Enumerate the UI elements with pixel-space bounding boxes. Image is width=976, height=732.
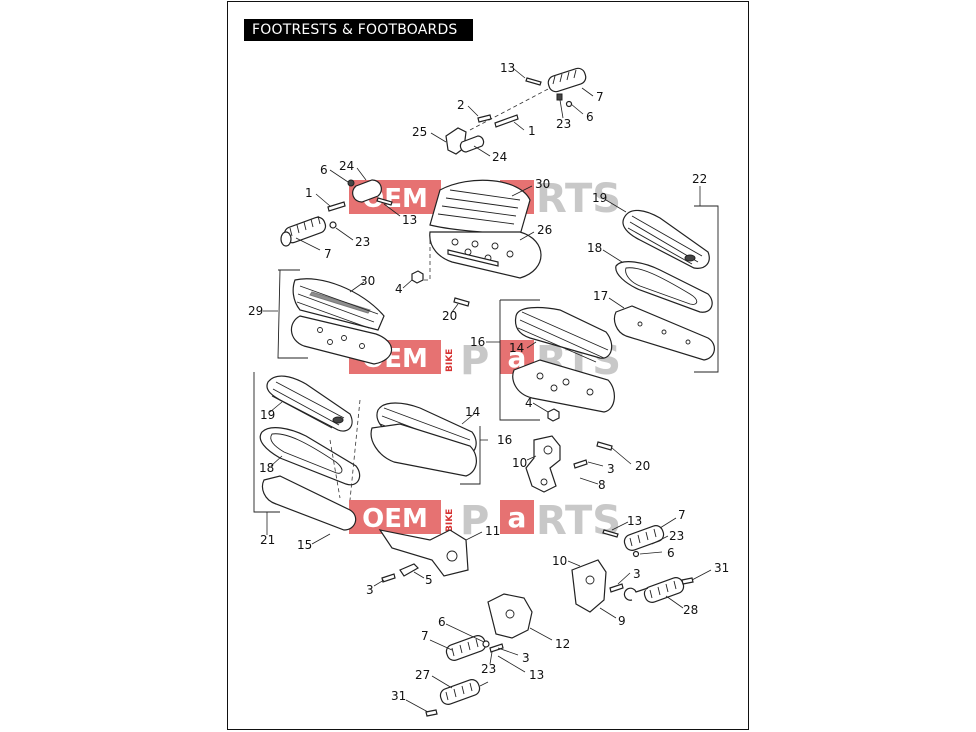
- callout-20: 20: [442, 309, 457, 323]
- callout-10: 10: [512, 456, 527, 470]
- callout-4: 4: [395, 282, 403, 296]
- watermark-bottom: OEM BIKE P a RTS: [349, 498, 621, 544]
- callout-19: 19: [260, 408, 275, 422]
- callout-30: 30: [360, 274, 375, 288]
- callout-3: 3: [633, 567, 641, 581]
- callout-23: 23: [556, 117, 571, 131]
- callout-18: 18: [259, 461, 274, 475]
- leader-lines: [263, 68, 712, 713]
- right-lower-footpeg-assembly: [571, 525, 694, 613]
- bracket-11: [329, 399, 469, 583]
- callout-11: 11: [485, 524, 500, 538]
- callout-31: 31: [714, 561, 729, 575]
- callout-3: 3: [522, 651, 530, 665]
- callout-29: 29: [248, 304, 263, 318]
- callout-labels: 13 7 2 1 23 6 25 24 6 24 30 1 13 23 7 26…: [248, 61, 729, 703]
- callout-6: 6: [667, 546, 675, 560]
- callout-22: 22: [692, 172, 707, 186]
- callout-7: 7: [596, 90, 604, 104]
- callout-17: 17: [593, 289, 608, 303]
- callout-6: 6: [320, 163, 328, 177]
- callout-26: 26: [537, 223, 552, 237]
- callout-13: 13: [529, 668, 544, 682]
- callout-12: 12: [555, 637, 570, 651]
- callout-6: 6: [586, 110, 594, 124]
- callout-8: 8: [598, 478, 606, 492]
- callout-4: 4: [525, 396, 533, 410]
- callout-9: 9: [618, 614, 626, 628]
- callout-6: 6: [438, 615, 446, 629]
- callout-30: 30: [535, 177, 550, 191]
- callout-20: 20: [635, 459, 650, 473]
- callout-16: 16: [470, 335, 485, 349]
- callout-13: 13: [402, 213, 417, 227]
- center-footboard: [370, 402, 481, 485]
- diagram-title: FOOTRESTS & FOOTBOARDS: [244, 19, 473, 41]
- callout-3: 3: [607, 462, 615, 476]
- callout-23: 23: [481, 662, 496, 676]
- callout-7: 7: [678, 508, 686, 522]
- diagram-frame: [227, 1, 749, 730]
- svg-text:a: a: [508, 501, 527, 534]
- top-footpeg-assembly: [445, 67, 587, 155]
- callout-15: 15: [297, 538, 312, 552]
- callout-3: 3: [366, 583, 374, 597]
- callout-19: 19: [592, 191, 607, 205]
- callout-18: 18: [587, 241, 602, 255]
- left-footpeg-assembly: [280, 179, 393, 247]
- callout-2: 2: [457, 98, 465, 112]
- callout-7: 7: [324, 247, 332, 261]
- svg-text:BIKE: BIKE: [445, 349, 455, 372]
- callout-7: 7: [421, 629, 429, 643]
- left-passenger-floorboard: [277, 269, 393, 365]
- bracket-8: [525, 435, 588, 493]
- callout-13: 13: [627, 514, 642, 528]
- callout-13: 13: [500, 61, 515, 75]
- callout-21: 21: [260, 533, 275, 547]
- callout-28: 28: [683, 603, 698, 617]
- middle-driver-footboard: [499, 299, 615, 451]
- callout-14: 14: [509, 341, 524, 355]
- svg-text:OEM: OEM: [362, 504, 428, 534]
- svg-text:a: a: [508, 341, 527, 374]
- callout-23: 23: [669, 529, 684, 543]
- callout-24: 24: [339, 159, 354, 173]
- callout-14: 14: [465, 405, 480, 419]
- callout-27: 27: [415, 668, 430, 682]
- callout-23: 23: [355, 235, 370, 249]
- callout-24: 24: [492, 150, 507, 164]
- callout-16: 16: [497, 433, 512, 447]
- svg-text:P: P: [460, 498, 489, 544]
- callout-5: 5: [425, 573, 433, 587]
- callout-1: 1: [528, 124, 536, 138]
- svg-text:P: P: [460, 338, 489, 384]
- callout-10: 10: [552, 554, 567, 568]
- svg-text:BIKE: BIKE: [445, 509, 455, 532]
- left-driver-footboard: [253, 372, 361, 531]
- upper-passenger-footboard: [411, 179, 542, 307]
- svg-text:RTS: RTS: [536, 498, 621, 544]
- bottom-footpeg-assembly: [425, 593, 533, 717]
- right-driver-footboard: [613, 205, 719, 373]
- callout-25: 25: [412, 125, 427, 139]
- callout-1: 1: [305, 186, 313, 200]
- svg-text:RTS: RTS: [536, 176, 621, 222]
- callout-31: 31: [391, 689, 406, 703]
